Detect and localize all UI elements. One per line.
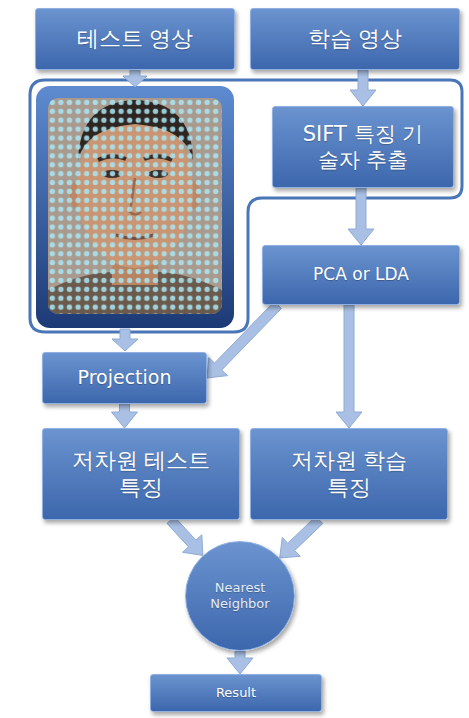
flow-arrow <box>167 517 203 556</box>
flow-arrow <box>112 329 138 351</box>
node-label: Projection <box>78 366 172 390</box>
node-label: Nearest Neighbor <box>200 580 280 613</box>
matcher-circle: Nearest Neighbor <box>185 541 295 651</box>
process-box: PCA or LDA <box>262 245 460 305</box>
node-label: Result <box>216 685 256 701</box>
input-box: 테스트 영상 <box>35 8 235 70</box>
process-box: Projection <box>42 352 207 404</box>
result-box: Result <box>150 674 322 712</box>
flow-arrow <box>112 404 138 428</box>
arrow-shape <box>167 517 203 556</box>
node-label: 테스트 영상 <box>77 25 194 53</box>
node-label: 학습 영상 <box>308 25 403 53</box>
flow-arrow <box>227 651 253 674</box>
keypoint-grid <box>48 98 222 314</box>
arrow-shape <box>348 188 374 245</box>
node-label: PCA or LDA <box>313 264 409 285</box>
arrow-shape <box>112 404 138 428</box>
node-label: 저차원 학습 특징 <box>278 447 421 502</box>
flow-arrow <box>123 70 147 87</box>
photo-background <box>48 98 222 314</box>
arrow-shape <box>280 516 323 558</box>
arrow-shape <box>336 305 362 428</box>
flow-arrow <box>348 188 374 245</box>
feature-box: 저차원 학습 특징 <box>250 428 448 520</box>
process-box: SIFT 특징 기술자 추출 <box>272 106 454 188</box>
arrow-shape <box>227 651 253 674</box>
face-photo <box>48 98 222 314</box>
input-box: 학습 영상 <box>250 8 460 70</box>
node-label: 저차원 테스트 특징 <box>70 447 213 502</box>
feature-box: 저차원 테스트 특징 <box>42 428 240 520</box>
flow-arrow <box>336 305 362 428</box>
group-outline <box>30 80 462 332</box>
arrow-shape <box>350 70 376 106</box>
node-label: SIFT 특징 기술자 추출 <box>295 121 432 174</box>
photo-frame <box>36 86 234 328</box>
flow-arrow <box>207 302 281 379</box>
flow-arrow <box>280 516 323 558</box>
arrow-shape <box>207 302 281 379</box>
flow-arrow <box>350 70 376 106</box>
